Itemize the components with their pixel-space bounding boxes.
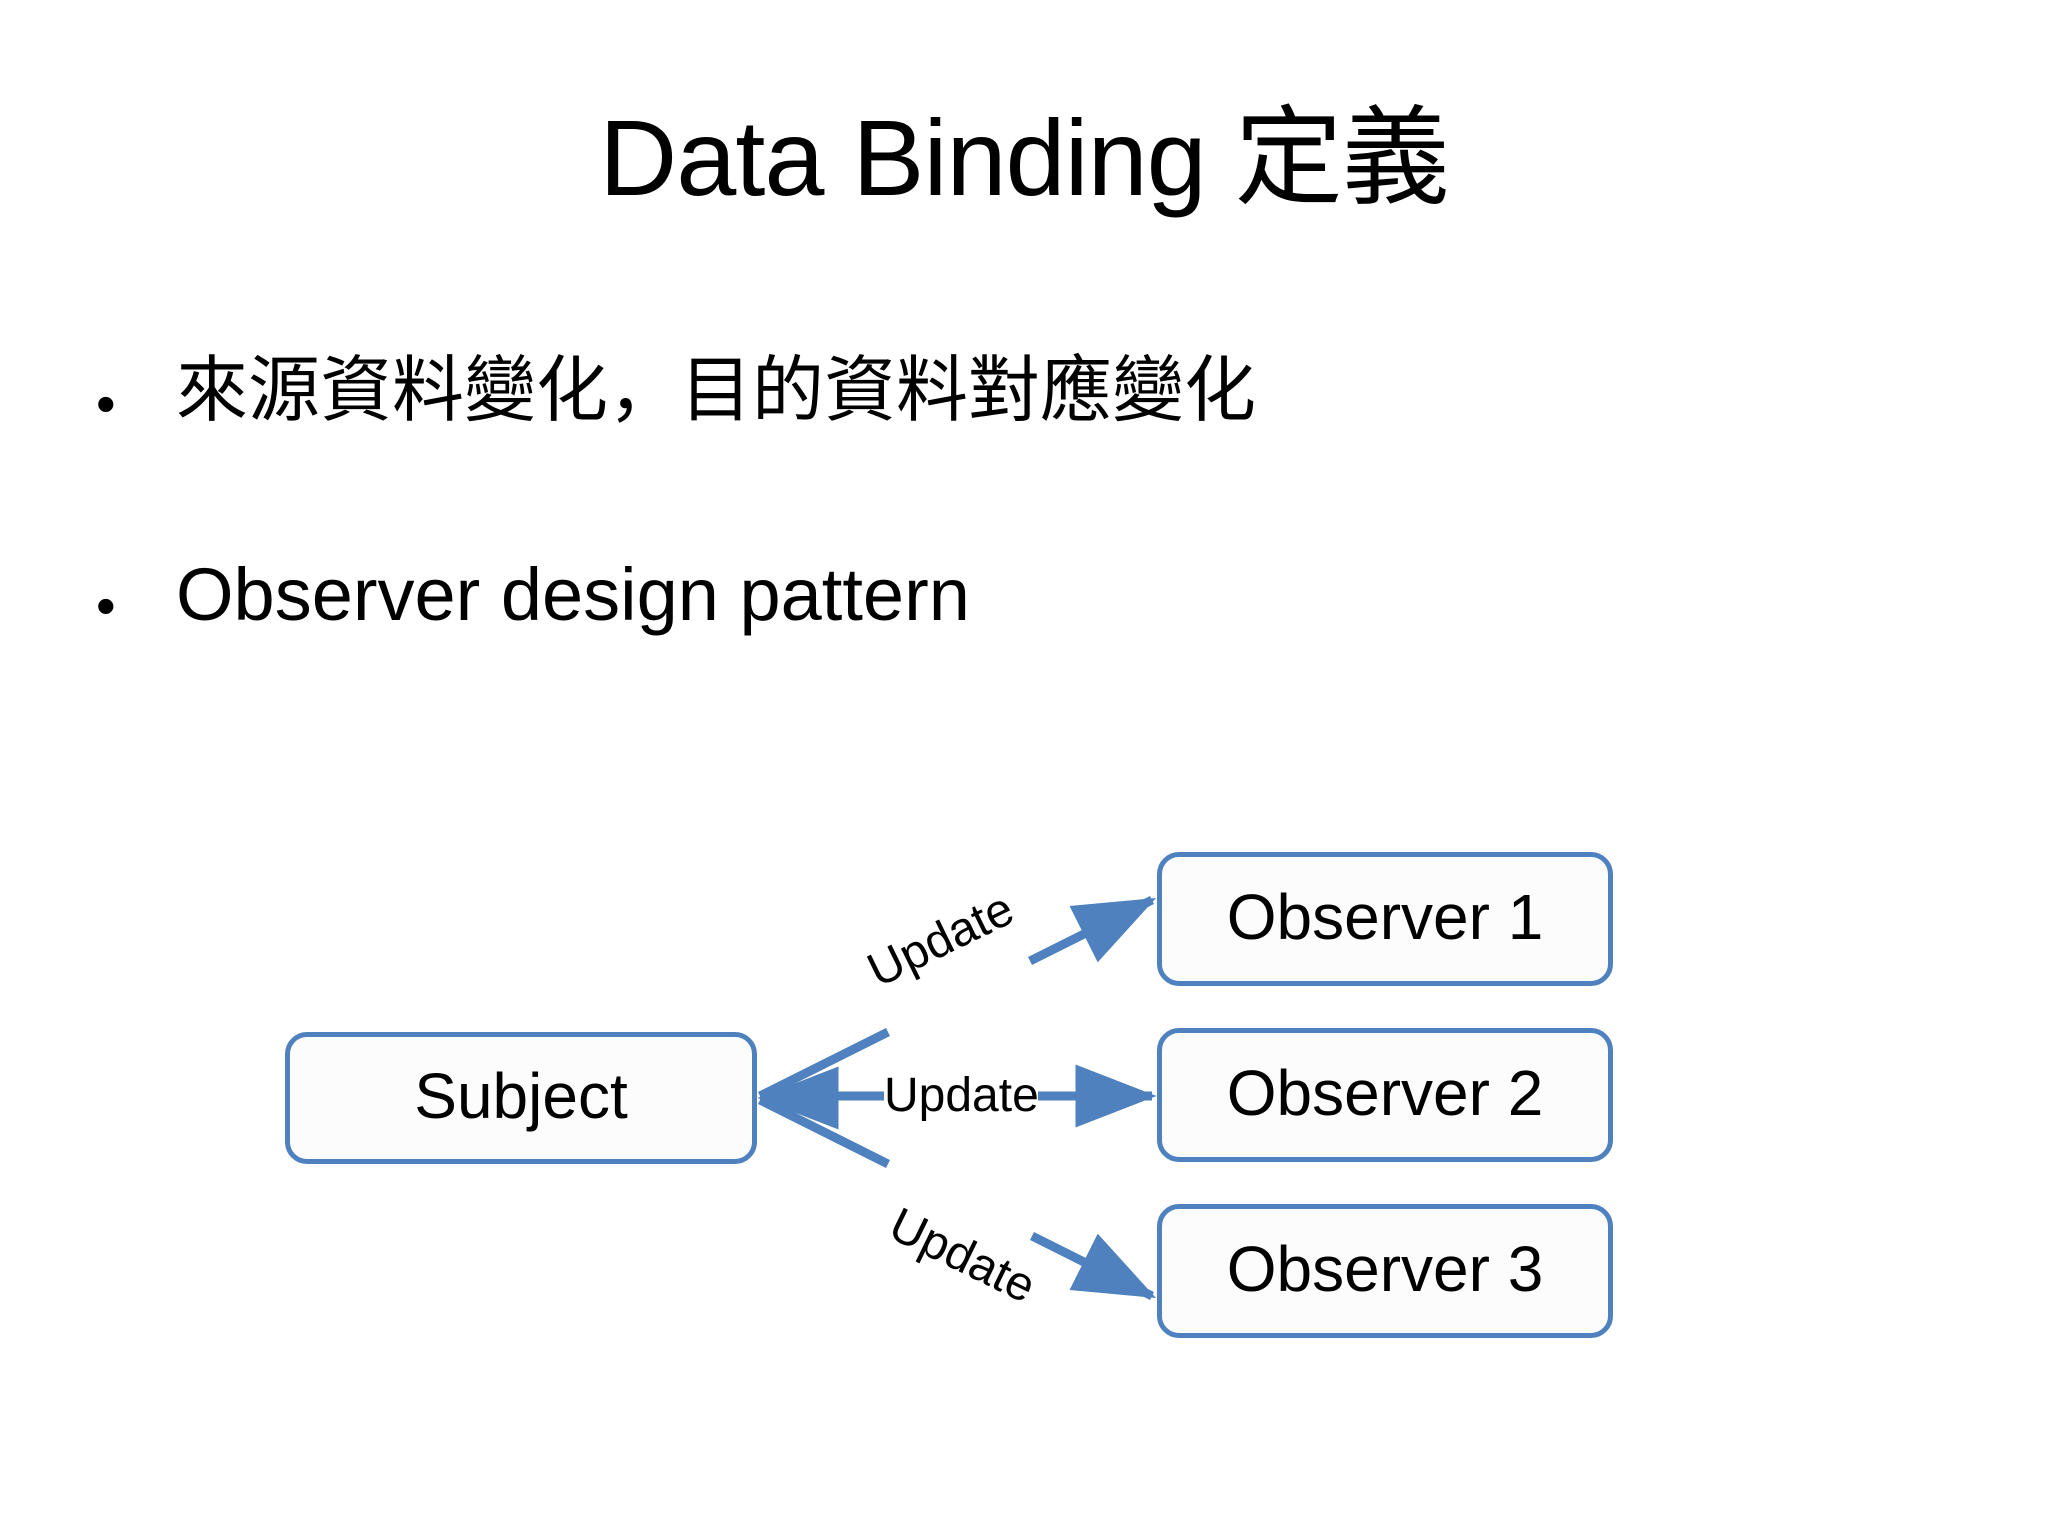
bullet-list: • 來源資料變化，目的資料對應變化 • Observer design patt… <box>96 351 1956 757</box>
list-item: • 來源資料變化，目的資料對應變化 <box>96 351 1956 435</box>
bullet-marker-icon: • <box>96 574 116 637</box>
diagram-node-observer-1[interactable]: Observer 1 <box>1157 852 1613 986</box>
bullet-text-2: Observer design pattern <box>176 553 970 636</box>
diagram-node-subject[interactable]: Subject <box>285 1032 757 1164</box>
diagram-node-observer-1-label: Observer 1 <box>1226 881 1544 953</box>
diagram-node-subject-label: Subject <box>414 1060 628 1132</box>
edge-subject-observer3-b <box>1029 1231 1157 1301</box>
observer-pattern-diagram: Subject Observer 1 Observer 2 Observer 3… <box>0 800 2048 1420</box>
diagram-node-observer-3[interactable]: Observer 3 <box>1157 1204 1613 1338</box>
edge-subject-observer3-a <box>757 1095 891 1169</box>
page-title: Data Binding 定義 <box>599 97 1449 218</box>
edge-label-update-2: Update <box>884 1069 1039 1122</box>
edge-subject-observer1-b <box>1027 895 1157 966</box>
diagram-node-observer-2[interactable]: Observer 2 <box>1157 1028 1613 1162</box>
bullet-marker-icon: • <box>96 372 116 435</box>
edge-subject-observer1-a <box>757 1027 891 1101</box>
diagram-node-observer-3-label: Observer 3 <box>1226 1233 1544 1305</box>
diagram-connectors <box>757 895 1157 1301</box>
list-item: • Observer design pattern <box>96 553 1956 637</box>
bullet-text-1: 來源資料變化，目的資料對應變化 <box>176 351 1257 431</box>
diagram-node-observer-2-label: Observer 2 <box>1226 1057 1544 1129</box>
